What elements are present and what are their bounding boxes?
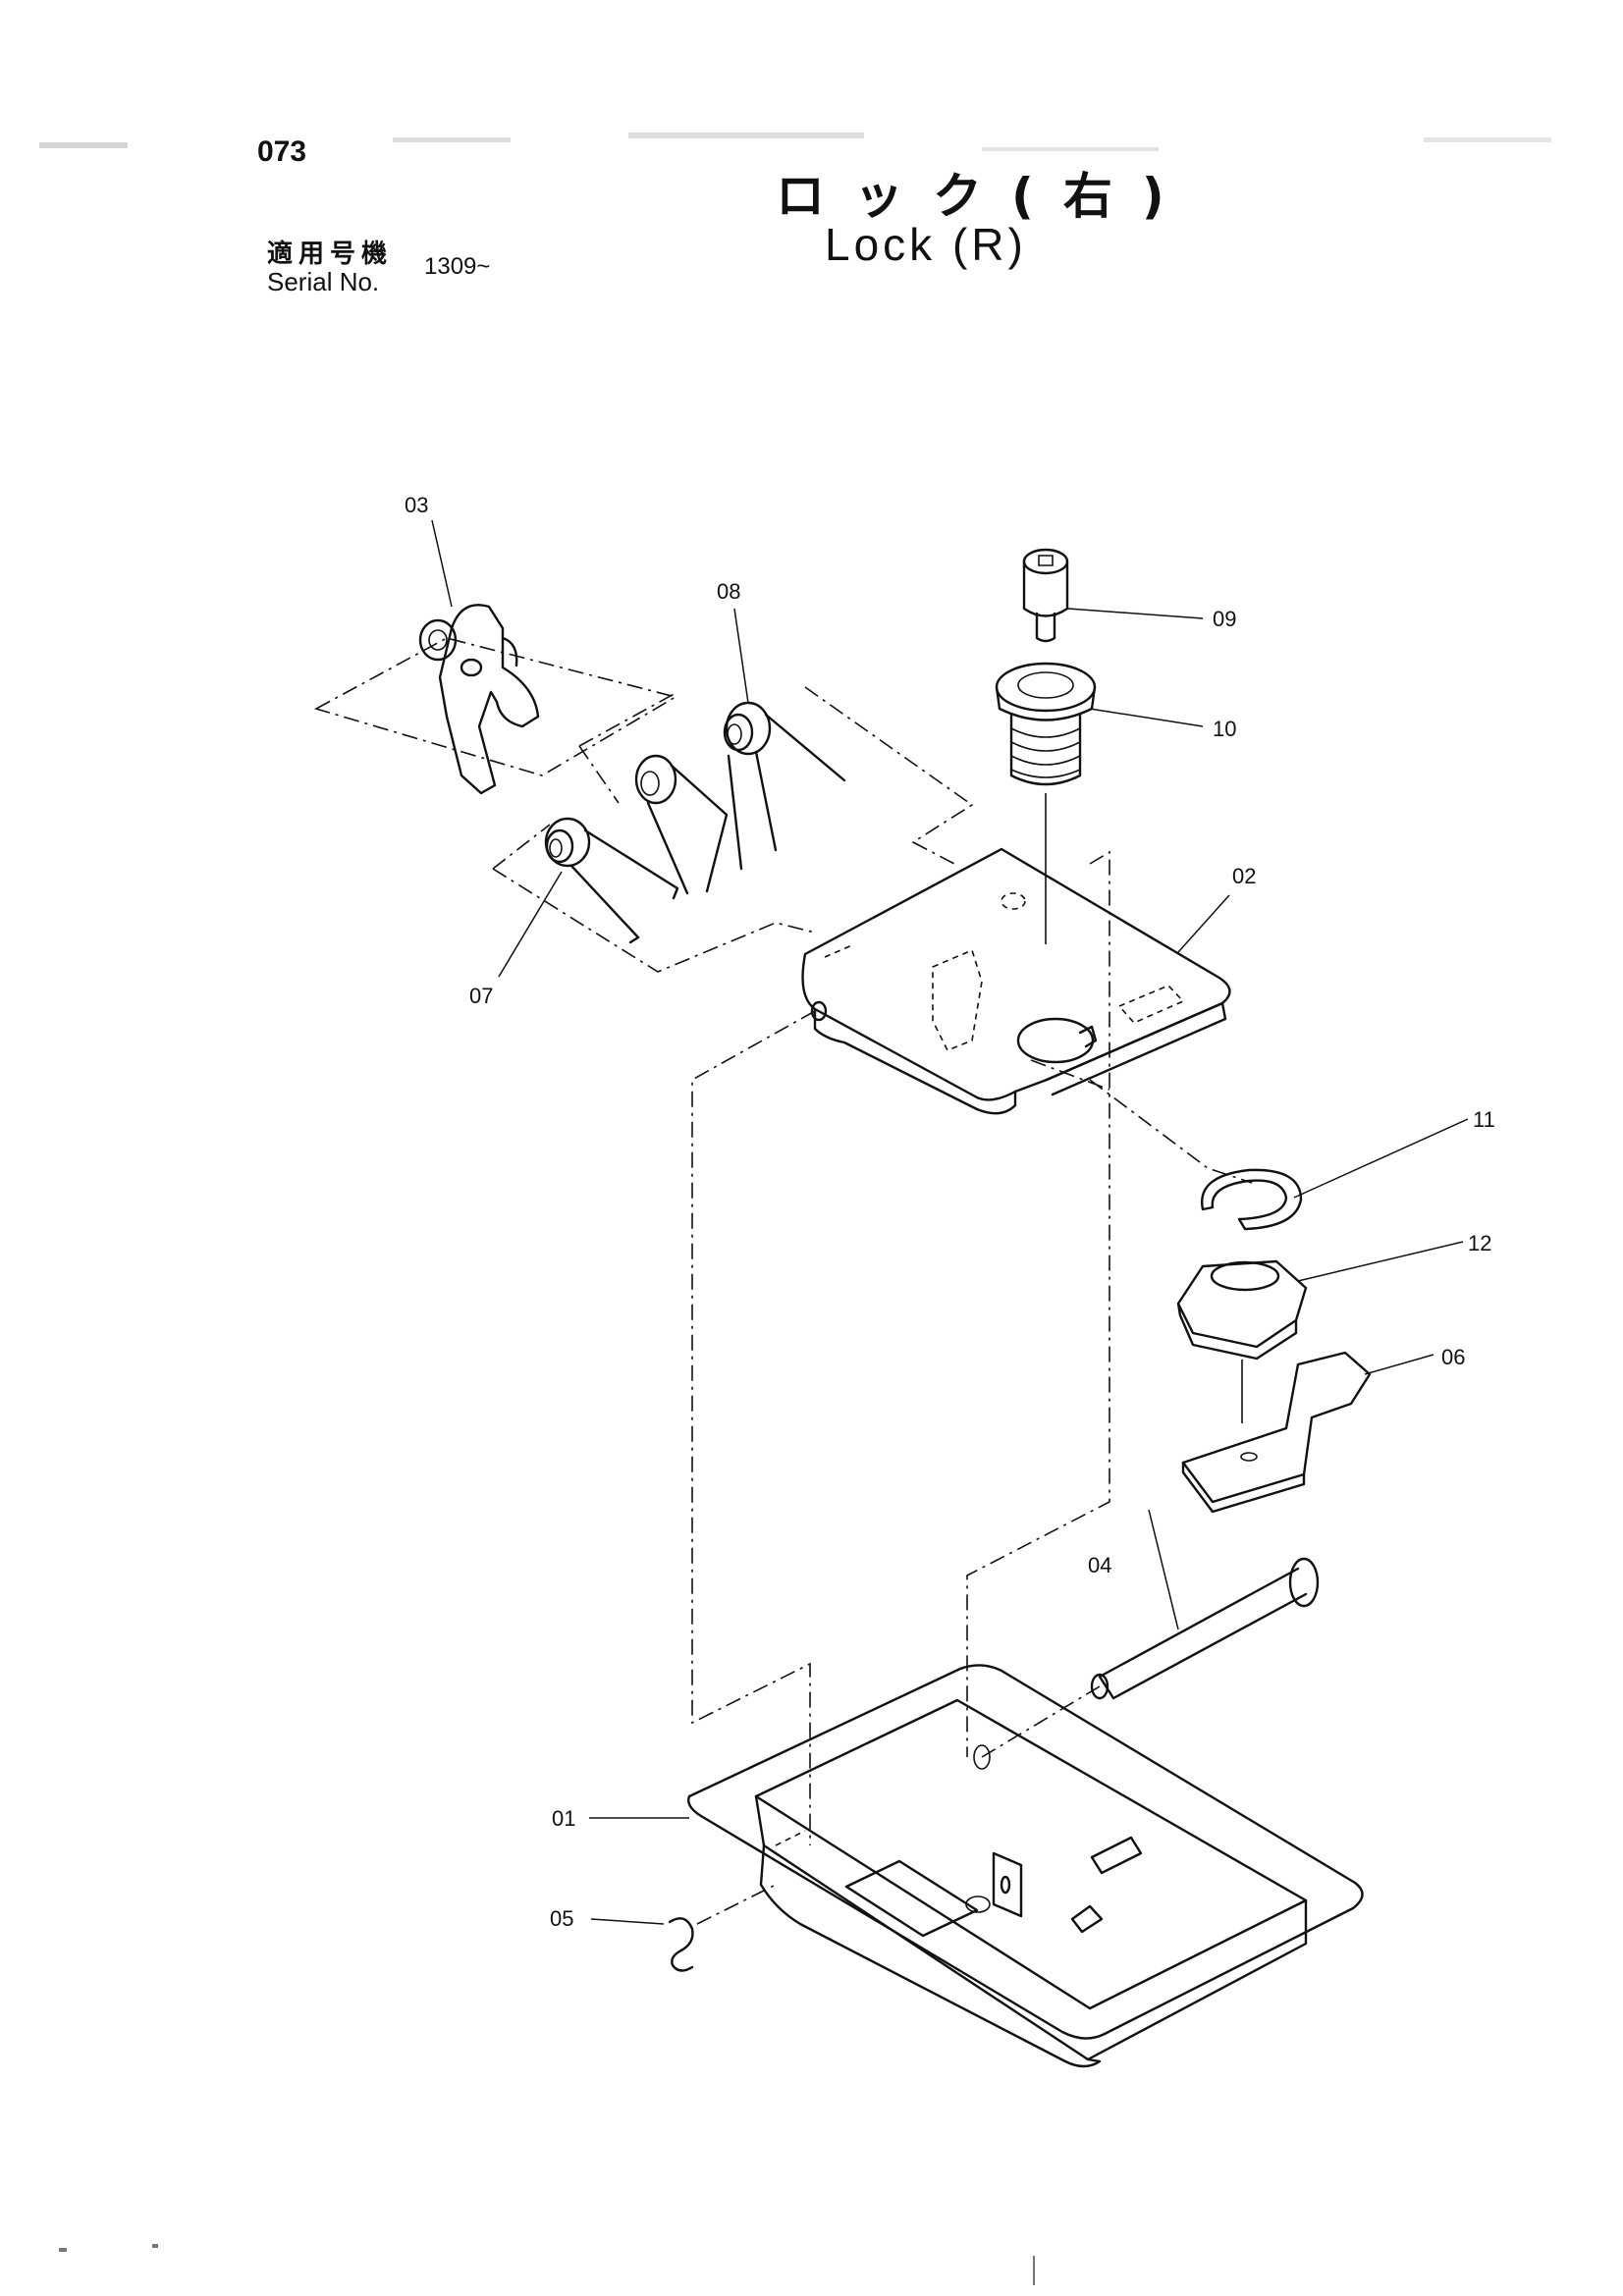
part-12-hex-nut [1176, 1259, 1308, 1361]
leader-lines [431, 519, 1469, 1925]
label-11: 11 [1473, 1107, 1495, 1132]
label-04: 04 [1088, 1553, 1111, 1577]
title-english: Lock (R) [825, 219, 1027, 270]
label-08: 08 [717, 579, 740, 604]
part-07-spring [544, 817, 679, 944]
part-09-key-cylinder [1022, 548, 1069, 643]
assembly-guide-ring [696, 1884, 777, 1925]
assembly-guide-left [691, 1010, 816, 1845]
label-09: 09 [1213, 607, 1236, 631]
label-06: 06 [1441, 1345, 1465, 1369]
assembly-guide-right [966, 850, 1110, 1757]
label-07: 07 [469, 984, 493, 1008]
part-03-latch-hook [313, 604, 678, 795]
page-number: 073 [257, 135, 307, 168]
part-08-spring-middle [634, 754, 729, 895]
scan-noise [39, 133, 1551, 2285]
guide-line-springs-right [804, 686, 974, 865]
title-japanese: ロック(右) [776, 168, 1194, 225]
serial-label: 適用号機 Serial No. [267, 240, 393, 295]
serial-label-english: Serial No. [267, 267, 380, 296]
assembly-guide-pin [981, 1685, 1101, 1758]
guide-line-springs [492, 691, 816, 973]
label-01: 01 [552, 1806, 575, 1831]
label-03: 03 [405, 493, 428, 517]
part-11-snap-ring [1201, 1168, 1303, 1231]
label-12: 12 [1468, 1231, 1491, 1255]
part-05-e-ring [668, 1917, 694, 1972]
serial-value: 1309~ [424, 253, 491, 280]
part-04-pin [1090, 1557, 1320, 1700]
part-10-bushing [995, 662, 1097, 786]
label-10: 10 [1213, 717, 1236, 741]
part-02-top-plate [801, 847, 1253, 1184]
label-02: 02 [1232, 864, 1256, 888]
serial-label-japanese: 適用号機 [267, 240, 394, 269]
label-05: 05 [550, 1906, 573, 1931]
part-01-base-tray [687, 1664, 1364, 2068]
part-06-cam-lever [1181, 1351, 1372, 1514]
part-08-spring [723, 701, 846, 871]
